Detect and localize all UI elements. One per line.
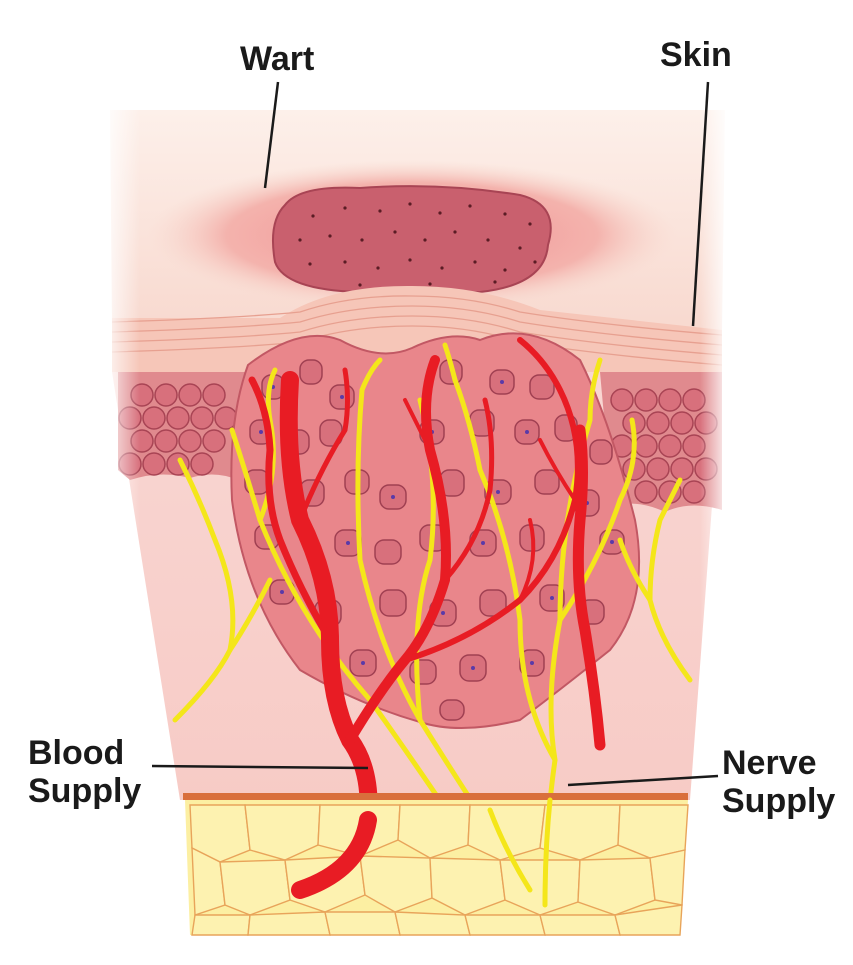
dermis-fat-boundary <box>183 793 688 800</box>
blood-supply-line2: Supply <box>28 772 141 810</box>
nerve-supply-label: Nerve Supply <box>722 744 835 820</box>
fat-cells <box>190 805 688 935</box>
blood-supply-label: Blood Supply <box>28 734 141 810</box>
wart-label: Wart <box>240 40 314 78</box>
blood-supply-line1: Blood <box>28 734 141 772</box>
wart-label-text: Wart <box>240 40 314 78</box>
nerve-supply-line2: Supply <box>722 782 835 820</box>
wart-top-surface <box>273 186 551 294</box>
skin-label-text: Skin <box>660 36 732 74</box>
nerve-supply-line1: Nerve <box>722 744 835 782</box>
skin-label: Skin <box>660 36 732 74</box>
